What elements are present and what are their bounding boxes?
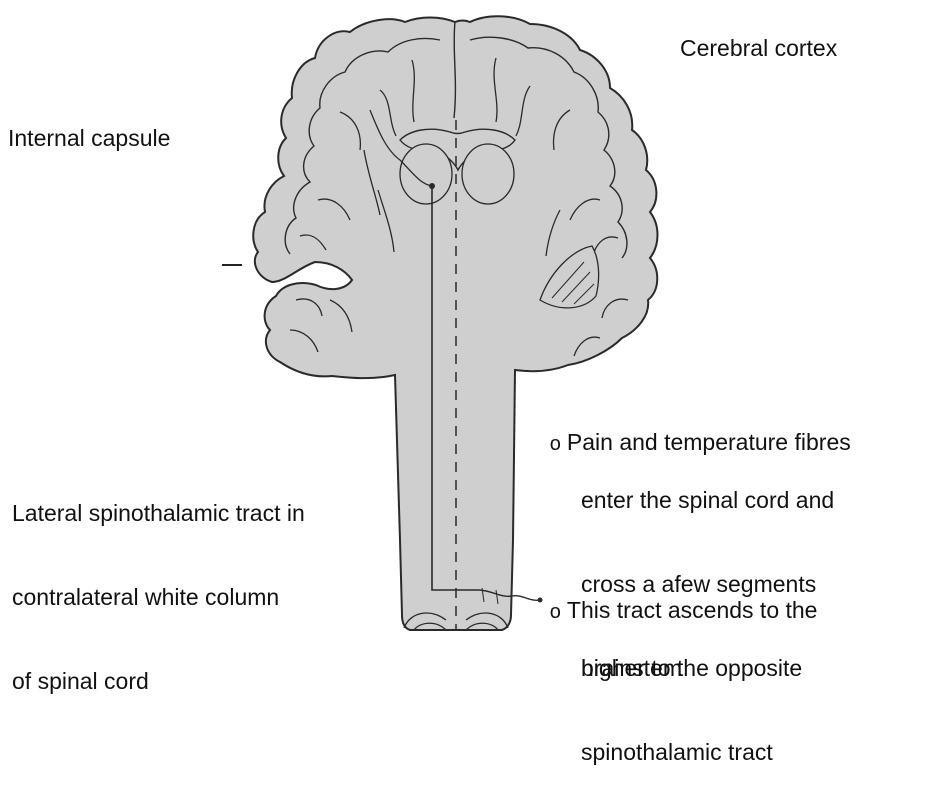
label-lateral-spinothalamic-tract: Lateral spinothalamic tract in contralat… <box>12 443 305 723</box>
note-line: This tract ascends to the <box>567 597 818 623</box>
note-tract-ascends: o This tract ascends to the brainstem <box>537 568 817 710</box>
note-line: Pain and temperature fibres <box>567 429 851 455</box>
note-line: spinothalamic tract <box>537 738 851 766</box>
pointer-dash <box>222 264 242 266</box>
label-tract-line-2: contralateral white column <box>12 583 305 611</box>
note-bullet: o <box>550 601 561 623</box>
label-cerebral-cortex: Cerebral cortex <box>680 34 837 62</box>
label-tract-line-1: Lateral spinothalamic tract in <box>12 499 305 527</box>
thalamus-right <box>462 144 514 204</box>
label-tract-line-3: of spinal cord <box>12 667 305 695</box>
note-bullet: o <box>550 433 561 455</box>
note-line: enter the spinal cord and <box>537 486 851 514</box>
note-line: brainstem <box>537 654 817 682</box>
thalamus-left <box>400 144 452 204</box>
label-internal-capsule: Internal capsule <box>8 124 170 152</box>
tract-termination-dot <box>429 183 435 189</box>
